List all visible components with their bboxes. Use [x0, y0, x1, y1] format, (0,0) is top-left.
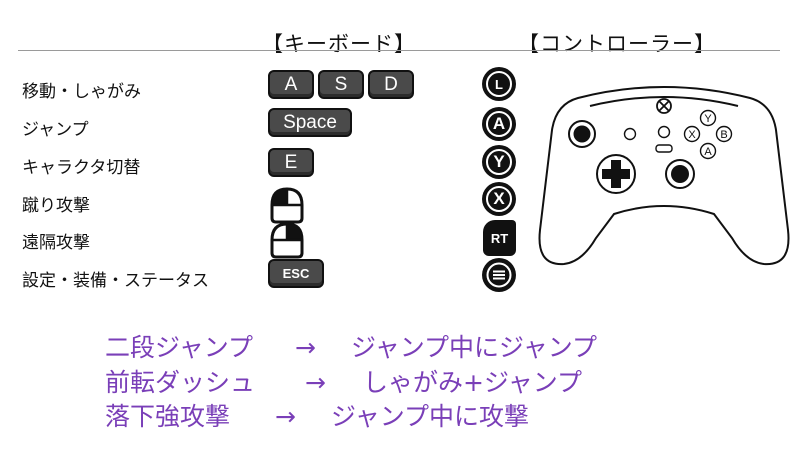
key-s: S: [318, 70, 364, 99]
combo-row: 落下強攻撃 → ジャンプ中に攻撃: [105, 397, 529, 433]
key-space: Space: [268, 108, 352, 137]
combo-arrow: →: [295, 333, 316, 362]
controller-l-stick-icon: L: [482, 67, 516, 101]
share-button-icon: [655, 144, 673, 153]
controller-header: 【コントローラー】: [518, 32, 716, 56]
controller-menu-button-icon: [482, 258, 516, 292]
view-button-icon: [623, 127, 637, 141]
diagram-x-label: X: [688, 129, 696, 141]
combo-name: 落下強攻撃: [105, 402, 231, 431]
x-button-label: X: [486, 186, 512, 212]
combo-name: 前転ダッシュ: [105, 368, 256, 397]
combo-row: 二段ジャンプ → ジャンプ中にジャンプ: [105, 328, 597, 364]
controller-a-button-icon: A: [482, 107, 516, 141]
diagram-y-label: Y: [704, 113, 712, 125]
controller-diagram: Y X B A: [538, 86, 790, 266]
menu-small-button-icon: [657, 125, 671, 139]
dpad-icon: [596, 154, 636, 194]
header-divider: [18, 50, 780, 51]
combo-input: しゃがみ+ジャンプ: [363, 368, 582, 397]
keyboard-header: 【キーボード】: [262, 32, 416, 56]
controller-y-button-icon: Y: [482, 145, 516, 179]
combo-input: ジャンプ中にジャンプ: [351, 333, 598, 362]
controller-x-button-icon: X: [482, 182, 516, 216]
menu-icon: [486, 262, 512, 288]
diagram-a-button-icon: [699, 142, 717, 160]
action-label-jump: ジャンプ: [22, 120, 89, 140]
key-a: A: [268, 70, 314, 99]
action-label-move: 移動・しゃがみ: [22, 82, 141, 102]
a-button-label: A: [486, 111, 512, 137]
key-esc: ESC: [268, 259, 324, 288]
l-stick-label: L: [486, 71, 512, 97]
controller-rt-trigger-icon: RT: [483, 220, 516, 256]
combo-arrow: →: [305, 368, 326, 397]
action-label-switch: キャラクタ切替: [22, 158, 141, 178]
y-button-label: Y: [486, 149, 512, 175]
diagram-x-button-icon: [683, 125, 701, 143]
key-e: E: [268, 148, 314, 177]
diagram-b-button-icon: [715, 125, 733, 143]
key-d: D: [368, 70, 414, 99]
combo-input: ジャンプ中に攻撃: [331, 402, 530, 431]
combo-row: 前転ダッシュ → しゃがみ+ジャンプ: [105, 363, 582, 399]
combo-name: 二段ジャンプ: [105, 333, 254, 362]
action-label-settings: 設定・装備・ステータス: [22, 271, 209, 291]
xbox-logo-icon: [656, 98, 672, 114]
diagram-a-label: A: [704, 146, 712, 158]
action-label-ranged: 遠隔攻撃: [22, 233, 90, 253]
diagram-b-label: B: [720, 129, 727, 141]
right-mouse-click-icon: [270, 222, 304, 259]
combo-arrow: →: [275, 402, 296, 431]
left-stick-icon: [568, 120, 596, 148]
action-label-kick: 蹴り攻撃: [22, 196, 90, 216]
right-stick-icon: [665, 159, 695, 189]
left-mouse-click-icon: [270, 187, 304, 224]
diagram-y-button-icon: [699, 109, 717, 127]
